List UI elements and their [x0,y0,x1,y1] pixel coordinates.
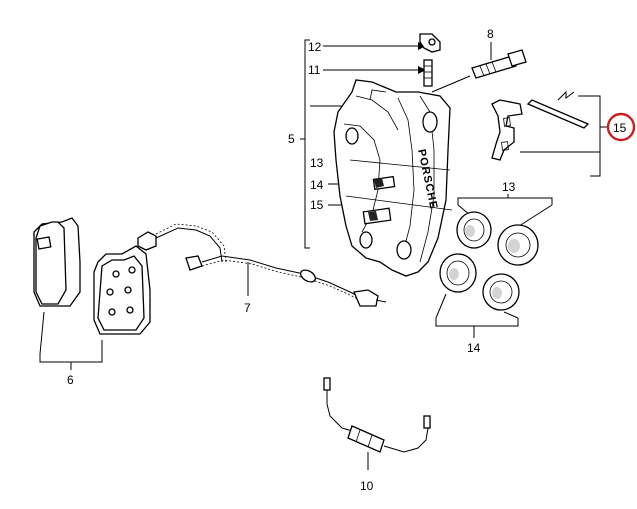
label-14-right: 14 [467,341,481,355]
highlight-circle [606,112,636,142]
label-6: 6 [67,373,74,387]
part-11-bleeder-screw [423,59,433,87]
label-7: 7 [244,301,251,315]
callout-14-right: 14 [435,293,519,355]
part-5-brake-caliper: PORSCHE [333,79,453,277]
label-10: 10 [360,479,374,493]
part-8-bolt: 8 [431,27,527,93]
callout-11: 11 [308,63,426,77]
label-13-right: 13 [502,180,516,194]
label-15-left: 15 [310,198,324,212]
label-15-highlighted: 15 [613,121,627,135]
part-15-spring-and-pin: 15 [491,90,636,177]
label-14-left: 14 [310,178,324,192]
label-5: 5 [288,132,295,146]
label-8: 8 [487,27,494,41]
part-7-wear-sensor: 7 [137,223,387,315]
label-12: 12 [308,40,322,54]
part-13-seal-upper-left [456,211,492,249]
callout-12: 12 [308,40,426,54]
part-14-seal-lower-left [439,253,477,293]
label-11: 11 [308,63,321,77]
part-6-brake-pads: 6 [33,217,151,387]
part-14-seal-lower-right [482,273,520,311]
part-10-brake-line: 10 [323,377,431,493]
part-13-seal-upper-right [497,224,539,266]
part-12-clip [419,33,441,53]
label-13-left: 13 [310,156,324,170]
